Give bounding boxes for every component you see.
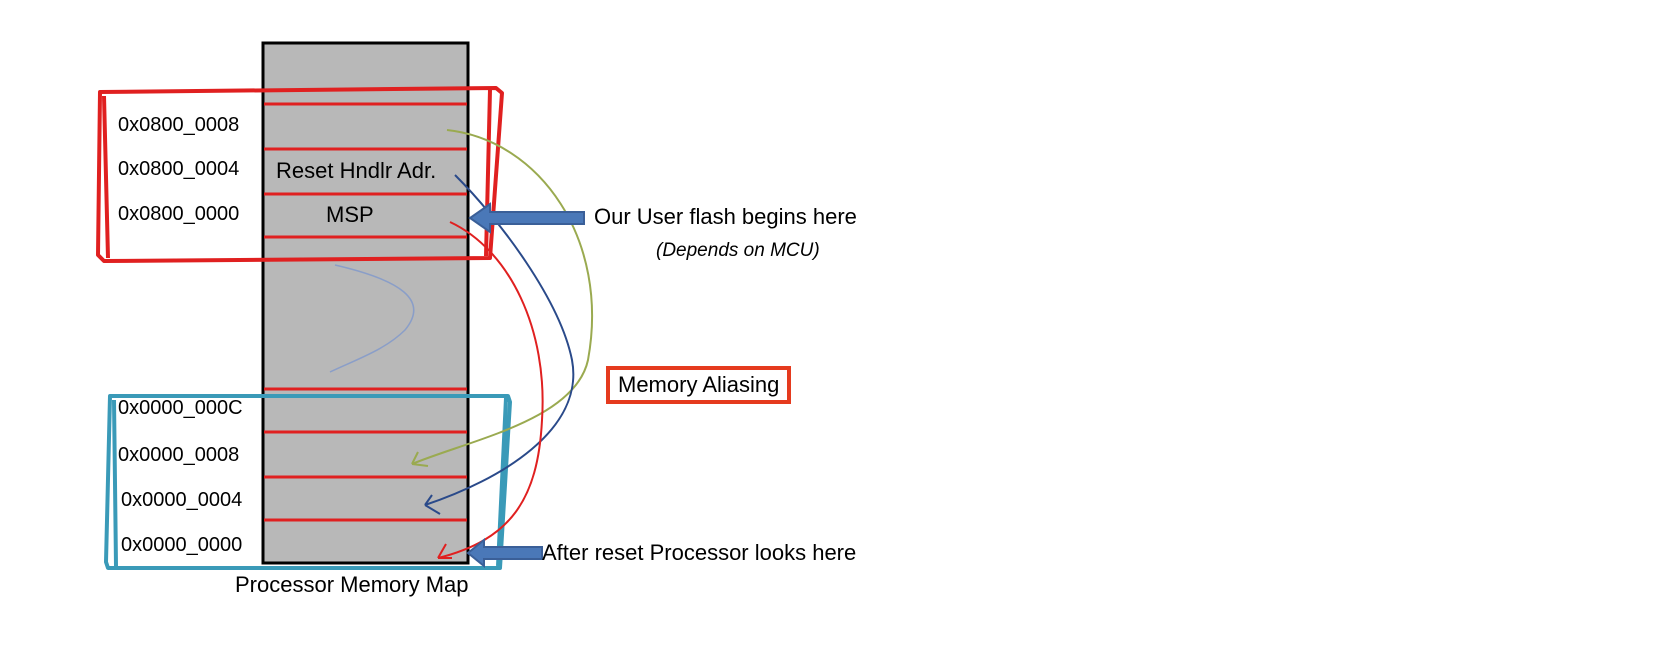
- after-reset-arrow: [466, 537, 543, 569]
- faint-squiggle: [329, 264, 415, 373]
- alias-region-box: [104, 394, 512, 570]
- after-reset-note: After reset Processor looks here: [542, 540, 857, 565]
- flash-begin-arrow: [468, 202, 585, 234]
- memory-aliasing-label: Memory Aliasing: [606, 366, 792, 404]
- alias-address-label: 0x0000_0008: [118, 444, 240, 466]
- curve-blue-head: [424, 494, 441, 515]
- curve-red-head: [437, 543, 452, 559]
- memory-column: [261, 41, 470, 565]
- curve-red: [437, 221, 544, 559]
- flash-address-label: 0x0800_0000: [118, 203, 240, 225]
- curve-green: [411, 129, 593, 465]
- alias-row-lines: [264, 387, 467, 522]
- alias-address-label: 0x0000_000C: [118, 397, 243, 419]
- flash-row-lines: [264, 102, 467, 239]
- flash-address-label: 0x0800_0004: [118, 158, 240, 180]
- curve-blue: [424, 174, 575, 506]
- msp-cell: MSP: [326, 202, 374, 227]
- flash-address-label: 0x0800_0008: [118, 114, 240, 136]
- flash-begin-subnote: (Depends on MCU): [656, 240, 820, 261]
- diagram-caption: Processor Memory Map: [235, 572, 469, 597]
- reset-handler-cell: Reset Hndlr Adr.: [276, 158, 437, 183]
- flash-begin-note: Our User flash begins here: [594, 204, 857, 229]
- curve-green-head: [411, 451, 429, 467]
- alias-address-label: 0x0000_0004: [121, 489, 243, 511]
- alias-address-label: 0x0000_0000: [121, 534, 243, 556]
